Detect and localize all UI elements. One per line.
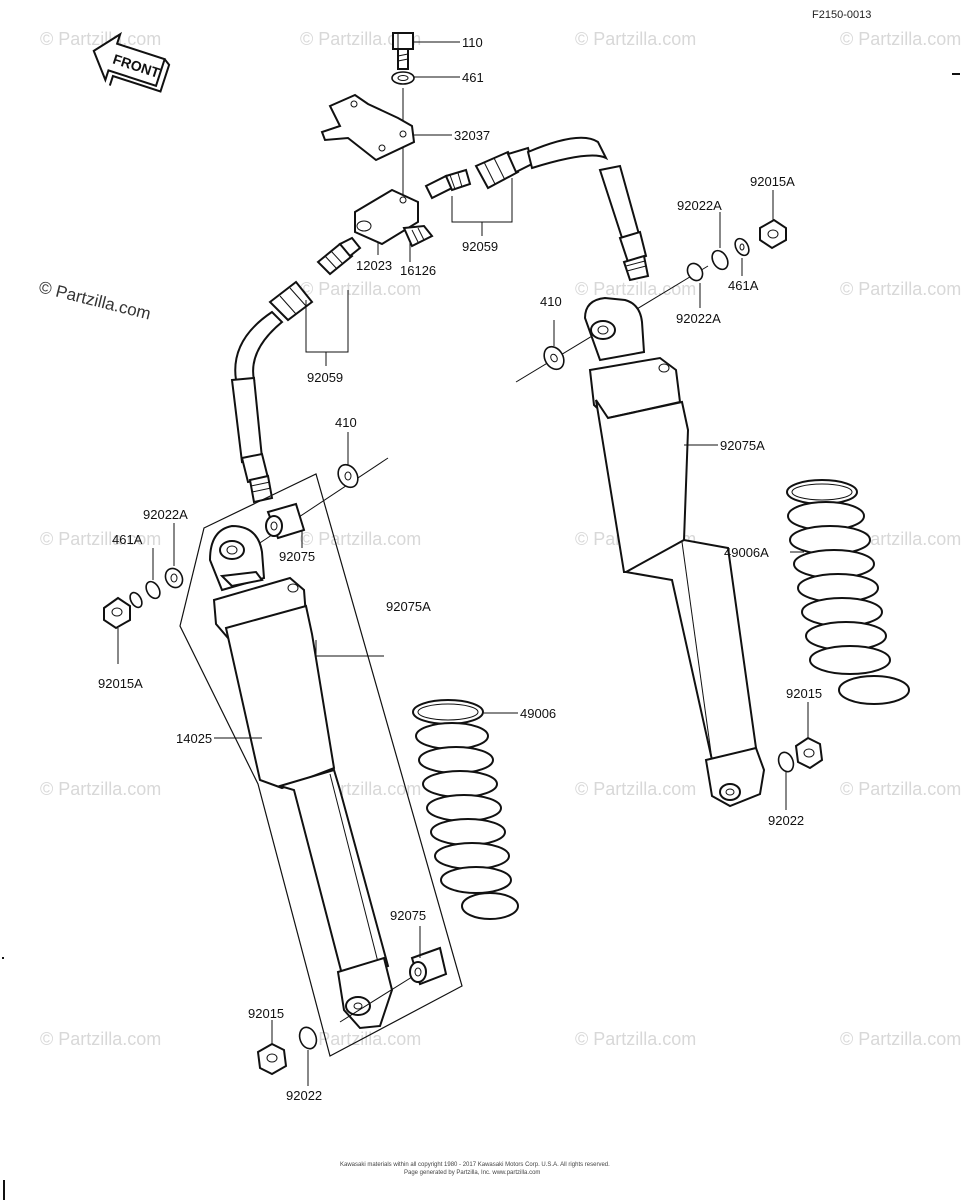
part-label-410-left: 410 — [335, 415, 357, 430]
part-label-16126: 16126 — [400, 263, 436, 278]
nut-92015-right — [794, 736, 824, 770]
part-label-92015-left: 92015 — [248, 1006, 284, 1021]
watermark-text: © Partzilla.com — [840, 1029, 961, 1049]
watermark-text: © Partzilla.com — [840, 529, 961, 549]
watermark-text: © Partzilla.com — [37, 277, 153, 323]
part-label-49006a: 49006A — [724, 545, 769, 560]
bolt-110 — [392, 32, 414, 70]
part-label-92059-left: 92059 — [307, 370, 343, 385]
brake-hose-right — [526, 136, 609, 170]
part-label-92022-left: 92022 — [286, 1088, 322, 1103]
part-label-14025: 14025 — [176, 731, 212, 746]
washer-461 — [391, 71, 415, 85]
part-label-461a-left: 461A — [112, 532, 143, 547]
part-label-92075-left-top: 92075 — [279, 549, 315, 564]
nut-92015a-right — [759, 218, 787, 250]
washer-461a-right — [734, 237, 750, 257]
part-label-110: 110 — [462, 35, 483, 50]
bracket-32037 — [320, 93, 416, 162]
washer-left-small — [129, 591, 143, 609]
bleeder-16126 — [402, 224, 434, 248]
watermark-text: © Partzilla.com — [575, 279, 696, 299]
hose-fitting-left — [240, 452, 274, 504]
front-arrow-icon: FRONT — [92, 31, 171, 93]
part-label-49006: 49006 — [520, 706, 556, 721]
copyright-line-2: Page generated by Partzilla, Inc. www.pa… — [404, 1170, 540, 1176]
part-label-92075a-right: 92075A — [720, 438, 765, 453]
watermark-text: © Partzilla.com — [300, 29, 421, 49]
part-label-461: 461 — [462, 70, 484, 85]
watermark-text: © Partzilla.com — [840, 29, 961, 49]
nut-92015a-left — [103, 596, 131, 630]
hose-fitting-right — [618, 230, 650, 282]
part-label-92022a-right-top: 92022A — [677, 198, 722, 213]
copyright-line-1: Kawasaki materials within all copyright … — [340, 1162, 610, 1168]
part-label-92015a-left: 92015A — [98, 676, 143, 691]
washer-461a-left — [145, 580, 161, 600]
part-label-92015-right: 92015 — [786, 686, 822, 701]
part-label-32037: 32037 — [454, 128, 490, 143]
rubber-boot-49006 — [412, 699, 519, 920]
watermark-text: © Partzilla.com — [40, 29, 161, 49]
part-label-410-right: 410 — [540, 294, 562, 309]
watermark-text: © Partzilla.com — [300, 279, 421, 299]
part-label-92059-right: 92059 — [462, 239, 498, 254]
brake-joint-12023 — [354, 188, 419, 246]
washer-92022a-left — [164, 567, 184, 589]
watermark-text: © Partzilla.com — [575, 779, 696, 799]
washer-92022a-right — [686, 249, 729, 282]
union-fitting-right — [424, 146, 534, 200]
watermark-text: © Partzilla.com — [40, 779, 161, 799]
part-label-92022a-right-bottom: 92022A — [676, 311, 721, 326]
shock-assembly-frame — [179, 473, 463, 1057]
part-label-92075a-left: 92075A — [386, 599, 431, 614]
shock-absorber-left — [208, 524, 394, 1030]
part-label-461a-right: 461A — [728, 278, 759, 293]
union-fitting-left — [268, 236, 362, 322]
bushing-92075-left-bottom — [409, 946, 448, 986]
watermark-text: © Partzilla.com — [840, 779, 961, 799]
shock-absorber-right — [583, 296, 766, 808]
part-label-92022-right: 92022 — [768, 813, 804, 828]
bushing-92075-left-top — [265, 502, 306, 540]
watermark-text: © Partzilla.com — [840, 279, 961, 299]
figure-code: F2150-0013 — [812, 9, 871, 21]
part-label-92015a-right: 92015A — [750, 174, 795, 189]
part-label-92075-left-bottom: 92075 — [390, 908, 426, 923]
washer-92022-right — [777, 751, 795, 773]
watermark-text: © Partzilla.com — [40, 1029, 161, 1049]
watermark-text: © Partzilla.com — [575, 1029, 696, 1049]
part-label-92022a-left: 92022A — [143, 507, 188, 522]
watermark-text: © Partzilla.com — [300, 1029, 421, 1049]
washer-410-left — [337, 463, 359, 489]
watermark-layer: © Partzilla.com © Partzilla.com © Partzi… — [37, 29, 961, 1049]
nut-92015-left — [256, 1042, 288, 1076]
washer-410-right — [543, 345, 565, 371]
part-label-12023: 12023 — [356, 258, 392, 273]
watermark-text: © Partzilla.com — [575, 29, 696, 49]
watermark-text: © Partzilla.com — [40, 529, 161, 549]
washer-92022-left — [298, 1026, 318, 1050]
watermark-text: © Partzilla.com — [300, 529, 421, 549]
brake-hose-left — [234, 310, 284, 381]
rubber-boot-49006a — [786, 479, 910, 705]
